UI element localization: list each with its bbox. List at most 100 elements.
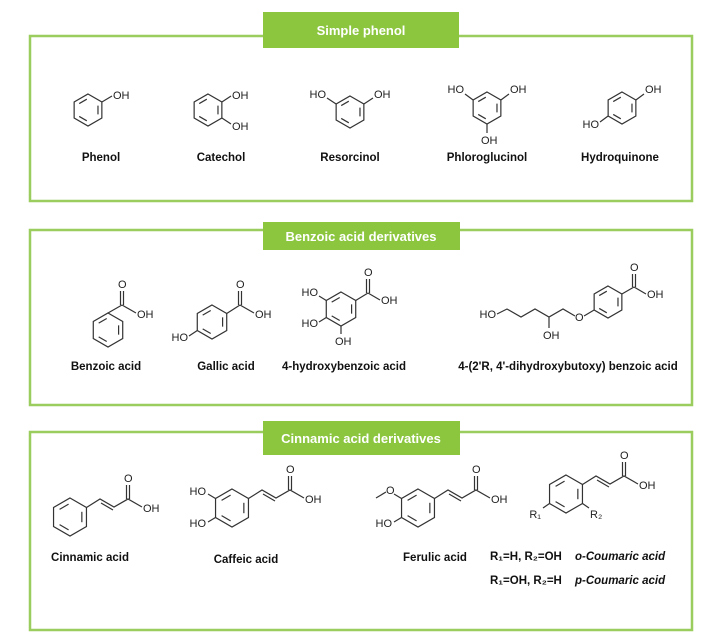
structure-caffeic-acid: O OH HO HO [190, 464, 322, 530]
double-bond [407, 494, 417, 501]
ring-bond [73, 93, 103, 127]
coumaric-note-ortho: R₁=H, R₂=OH o-Coumaric acid [490, 551, 666, 563]
double-bond [340, 117, 350, 124]
section-cinnamic-acid-derivatives: Cinnamic acid derivatives O OH Cinnamic … [28, 421, 694, 632]
atom-label: OH [647, 289, 664, 301]
atom-label: OH [645, 84, 662, 96]
atom-label: OH [255, 309, 272, 321]
note-compound-name: p-Coumaric acid [574, 575, 666, 587]
double-bond [198, 115, 208, 122]
compound-name: Catechol [197, 152, 246, 164]
atom-label: O [386, 485, 395, 497]
double-bond [221, 515, 231, 522]
double-bond [477, 113, 487, 120]
atom-label: R₁ [529, 509, 541, 521]
section-title: Cinnamic acid derivatives [281, 431, 441, 446]
structure-phenol: OH [73, 90, 130, 127]
double-bond [612, 96, 622, 103]
benzene-ring [92, 312, 124, 348]
atom-label: O [118, 279, 127, 291]
atom-label: HO [583, 119, 600, 131]
double-bond [407, 515, 417, 522]
double-bond [59, 524, 69, 531]
coumaric-note-para: R₁=OH, R₂=H p-Coumaric acid [490, 575, 666, 587]
structure-cinnamic-acid: O OH [52, 473, 160, 537]
benzene-ring [52, 497, 88, 537]
atom-label: OH [510, 84, 527, 96]
compound-name: Ferulic acid [403, 552, 467, 564]
atom-label: OH [137, 309, 154, 321]
atom-label: O [286, 464, 295, 476]
benzene-ring [193, 93, 223, 127]
atom-label: OH [481, 135, 498, 147]
atom-label: OH [232, 121, 249, 133]
section-simple-phenol: Simple phenol OH Phenol OH OH Catechol H… [28, 12, 694, 203]
double-bond [202, 309, 212, 316]
structure-phloroglucinol: HO OH OH [448, 84, 527, 147]
atom-label: OH [639, 480, 656, 492]
double-bond [202, 328, 212, 335]
atom-label: OH [305, 494, 322, 506]
double-bond [98, 317, 108, 324]
atom-label: OH [143, 503, 160, 515]
section-box [28, 34, 694, 203]
section-benzoic-acid-derivatives: Benzoic acid derivatives O OH Benzoic ac… [28, 222, 694, 407]
double-bond [78, 115, 88, 122]
ring-bond [214, 488, 250, 528]
compound-name: Gallic acid [197, 361, 255, 373]
benzene-ring [607, 91, 637, 125]
structure-resorcinol: HO OH [310, 89, 391, 129]
double-bond [598, 307, 608, 314]
atom-label: R₂ [590, 509, 602, 521]
double-bond [340, 100, 350, 107]
structure-dihydroxybutoxy-benzoic-acid: O OH O OH HO [480, 262, 664, 342]
section-header [263, 12, 459, 48]
double-bond [221, 494, 231, 501]
double-bond [78, 98, 88, 105]
atom-label: HO [480, 309, 497, 321]
compound-name: 4-(2'R, 4'-dihydroxybutoxy) benzoic acid [458, 361, 678, 373]
ring-bond [607, 91, 637, 125]
section-title: Simple phenol [317, 23, 406, 38]
atom-label: HO [302, 287, 319, 299]
structure-catechol: OH OH [193, 90, 249, 133]
compound-name: Resorcinol [320, 152, 379, 164]
benzene-ring [548, 474, 584, 514]
double-bond [477, 96, 487, 103]
atom-label: O [575, 312, 584, 324]
section-header [263, 421, 460, 455]
atom-label: OH [374, 89, 391, 101]
benzene-ring [214, 488, 250, 528]
compound-name: Phloroglucinol [447, 152, 528, 164]
benzene-ring [73, 93, 103, 127]
atom-label: HO [302, 318, 319, 330]
atom-label: O [630, 262, 639, 274]
structure-benzoic-acid: O OH [92, 279, 154, 348]
structure-gallic-acid: O OH HO [172, 279, 272, 344]
double-bond [98, 336, 108, 343]
atom-label: HO [190, 486, 207, 498]
compound-name: Phenol [82, 152, 120, 164]
atom-label: HO [190, 518, 207, 530]
ring-bond [593, 285, 623, 319]
compound-name: Benzoic acid [71, 361, 141, 373]
atom-label: OH [543, 330, 560, 342]
benzene-ring [335, 95, 365, 129]
atom-label: HO [448, 84, 465, 96]
atom-label: O [472, 464, 481, 476]
note-compound-name: o-Coumaric acid [575, 551, 666, 563]
benzene-ring [400, 488, 436, 528]
double-bond [555, 501, 565, 508]
double-bond [555, 480, 565, 487]
ring-bond [92, 312, 124, 348]
atom-label: OH [335, 336, 352, 348]
compound-name: Cinnamic acid [51, 552, 129, 564]
benzene-ring [593, 285, 623, 319]
section-box [28, 430, 694, 632]
compound-name: Caffeic acid [214, 554, 279, 566]
double-bond [331, 315, 341, 322]
ring-bond [548, 474, 584, 514]
atom-label: HO [172, 332, 189, 344]
atom-label: OH [491, 494, 508, 506]
